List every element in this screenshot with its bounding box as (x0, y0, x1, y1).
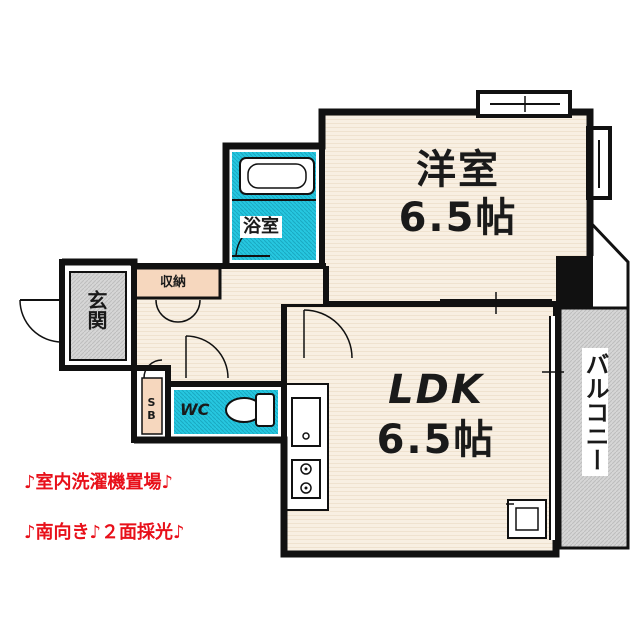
ldk-room (281, 292, 564, 557)
wc-label: WC (180, 400, 210, 419)
ldk-room-size: 6.5帖 (376, 417, 496, 463)
bath-room (223, 143, 325, 269)
ldk-room-name: LDK (388, 367, 484, 413)
wc-room (165, 381, 287, 443)
western-room-label: 洋室 6.5帖 (388, 150, 528, 238)
entrance-label: 玄関 (84, 290, 108, 330)
sb-label: SB (145, 396, 158, 422)
entrance-area (19, 259, 137, 371)
storage-closet (132, 266, 222, 300)
bath-room-label: 浴室 (240, 216, 282, 238)
western-room-size: 6.5帖 (398, 195, 518, 241)
laundry-feature-text: ♪室内洗濯機置場♪ (24, 472, 173, 493)
ldk-room-label: LDK 6.5帖 (356, 370, 516, 460)
storage-label: 収納 (160, 275, 187, 290)
western-room-name: 洋室 (416, 147, 500, 193)
orientation-feature-text: ♪南向き♪２面採光♪ (24, 522, 185, 543)
structural-column (556, 256, 590, 308)
outer-walls (62, 108, 594, 558)
balcony-label: バルコニー (581, 348, 609, 476)
